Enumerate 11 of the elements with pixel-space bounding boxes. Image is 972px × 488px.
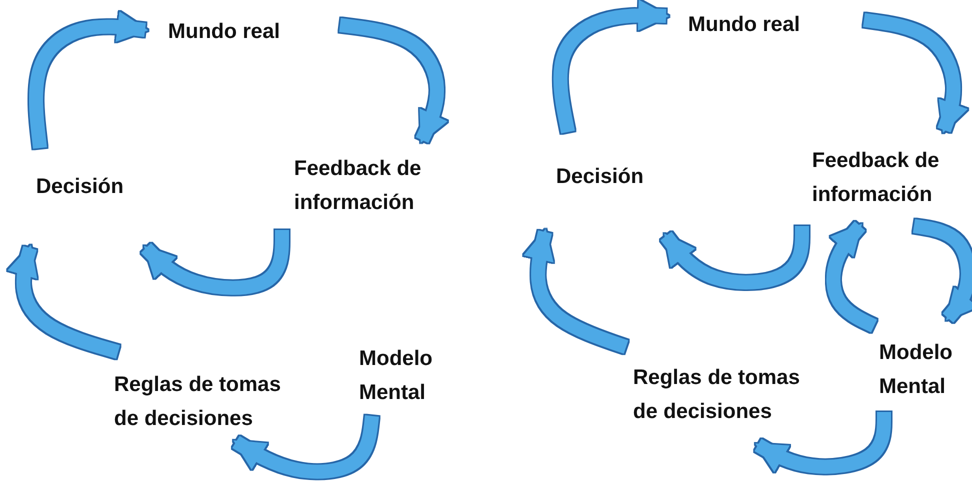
node-label: Modelo Mental [879, 340, 954, 400]
node-label: Mundo real [168, 19, 282, 45]
node-label: Reglas de tomas de decisiones [114, 372, 282, 432]
node-label: Modelo Mental [359, 346, 434, 406]
node-label: Reglas de tomas de decisiones [633, 365, 801, 425]
node-label: Feedback de información [812, 148, 940, 208]
node-label: Mundo real [688, 12, 802, 38]
node-label: Decisión [556, 164, 645, 190]
node-label: Decisión [36, 174, 125, 200]
node-label: Feedback de información [294, 156, 422, 216]
curved-arrow [660, 226, 809, 290]
